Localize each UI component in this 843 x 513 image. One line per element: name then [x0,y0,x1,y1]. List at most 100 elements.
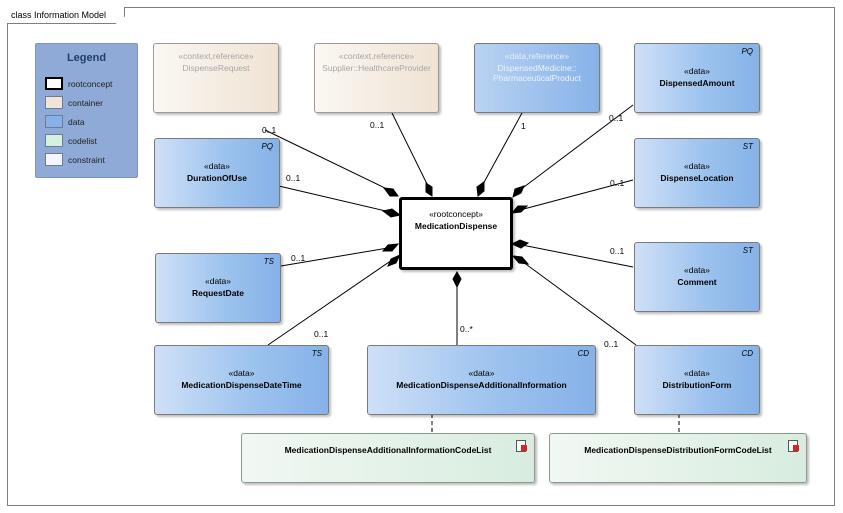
codelist-distribution-form[interactable]: MedicationDispenseDistributionFormCodeLi… [549,433,807,483]
codelist-additional-information[interactable]: MedicationDispenseAdditionalInformationC… [241,433,535,483]
legend-swatch-container [45,96,63,109]
class-dispense-request[interactable]: «context,reference» DispenseRequest [153,43,279,113]
multiplicity-additional-info: 0..* [460,324,473,334]
legend-item-constraint: constraint [45,153,105,166]
diamond-duration-of-use [381,208,402,218]
link-distribution-form [522,261,637,346]
link-dispensed-medicine [481,112,523,187]
class-dispensed-medicine[interactable]: «data,reference» DispensedMedicine:: Pha… [474,43,600,113]
class-medication-dispense[interactable]: «rootconcept» MedicationDispense [399,197,513,270]
legend-swatch-rootconcept [45,77,63,90]
stereotype-label: «data» [684,66,710,76]
legend-swatch-constraint [45,153,63,166]
diagram-frame-title: class Information Model [7,7,125,24]
class-name: MedicationDispense [414,221,498,231]
stereotype-label: «data» [205,276,231,286]
stereotype-label: «rootconcept» [429,209,483,219]
datatype-tag: PQ [741,47,753,56]
multiplicity-supplier: 0..1 [370,120,385,130]
stereotype-label: «data» [684,161,710,171]
codelist-icon [516,440,527,452]
class-medication-dispense-datetime[interactable]: TS «data» MedicationDispenseDateTime [154,345,329,415]
legend-label-rootconcept: rootconcept [68,78,113,89]
class-name: Comment [677,277,717,287]
class-medication-dispense-additional-information[interactable]: CD «data» MedicationDispenseAdditionalIn… [367,345,596,415]
datatype-tag: PQ [261,142,273,151]
class-supplier-healthcare-provider[interactable]: «context,reference» Supplier::Healthcare… [314,43,439,113]
multiplicity-dispense-request: 0..1 [262,125,277,135]
diamond-dispensed-amount [512,185,525,198]
datatype-tag: ST [742,142,753,151]
stereotype-label: «context,reference» [338,51,415,61]
class-name: DistributionForm [662,380,732,390]
class-name: DurationOfUse [187,173,247,183]
diamond-dispensed-medicine [476,181,485,197]
multiplicity-duration-of-use: 0..1 [286,173,301,183]
link-duration-of-use [265,182,391,213]
legend: Legend rootconcept container data codeli… [35,43,138,178]
class-name: RequestDate [192,288,244,298]
class-name: DispenseLocation [660,173,734,183]
datatype-tag: CD [741,349,753,358]
link-supplier [391,112,429,187]
stereotype-label: «context,reference» [178,51,254,61]
legend-item-codelist: codelist [45,134,97,147]
class-duration-of-use[interactable]: PQ «data» DurationOfUse [154,138,280,208]
stereotype-label: «data» [204,161,230,171]
stereotype-label: «data» [684,368,710,378]
diamond-comment [510,239,530,249]
legend-swatch-data [45,115,63,128]
class-dispense-location[interactable]: ST «data» DispenseLocation [634,138,760,208]
link-dispense-location [519,179,634,211]
codelist-name: MedicationDispenseDistributionFormCodeLi… [584,445,772,455]
multiplicity-dispensed-amount: 0..1 [609,113,624,123]
diamond-dispense-datetime [387,253,402,267]
diamond-additional-info [452,270,462,289]
diamond-distribution-form [511,255,530,265]
legend-item-rootconcept: rootconcept [45,77,112,90]
class-name: Supplier::HealthcareProvider [322,63,431,73]
datatype-tag: TS [263,257,274,266]
stereotype-label: «data» [228,368,255,378]
multiplicity-dispensed-medicine: 1 [521,121,526,131]
class-name: DispensedMedicine:: [497,63,577,73]
multiplicity-request-date: 0..1 [291,253,306,263]
class-dispensed-amount[interactable]: PQ «data» DispensedAmount [634,43,760,113]
legend-label-container: container [68,97,103,108]
class-comment[interactable]: ST «data» Comment [634,242,760,312]
link-dispensed-amount [519,104,634,191]
datatype-tag: ST [742,246,753,255]
multiplicity-distribution-form: 0..1 [604,339,619,349]
legend-label-codelist: codelist [68,135,97,146]
class-name: MedicationDispenseAdditionalInformation [396,380,567,390]
multiplicity-dispense-datetime: 0..1 [314,329,329,339]
legend-item-container: container [45,96,103,109]
legend-item-data: data [45,115,85,128]
diagram-frame [7,7,835,506]
diamond-dispense-request [382,187,399,197]
stereotype-label: «data» [684,265,710,275]
link-comment [521,244,634,268]
codelist-name: MedicationDispenseAdditionalInformationC… [284,445,492,455]
class-name: DispenseRequest [182,63,250,73]
multiplicity-dispense-location: 0..1 [610,178,625,188]
class-name-line2: PharmaceuticalProduct [493,73,581,83]
class-name: DispensedAmount [659,78,735,88]
class-request-date[interactable]: TS «data» RequestDate [155,253,281,323]
link-dispense-datetime [267,259,393,346]
class-distribution-form[interactable]: CD «data» DistributionForm [634,345,760,415]
diamond-dispense-location [510,205,529,214]
stereotype-label: «data» [468,368,495,378]
datatype-tag: CD [577,349,589,358]
legend-label-data: data [68,116,85,127]
diamond-supplier [425,182,433,197]
legend-title: Legend [66,52,107,64]
legend-swatch-codelist [45,134,63,147]
link-request-date [268,247,389,269]
diamond-request-date [381,243,400,252]
link-dispense-request [264,129,390,191]
class-name: MedicationDispenseDateTime [181,380,302,390]
codelist-icon [788,440,799,452]
multiplicity-comment: 0..1 [610,246,625,256]
